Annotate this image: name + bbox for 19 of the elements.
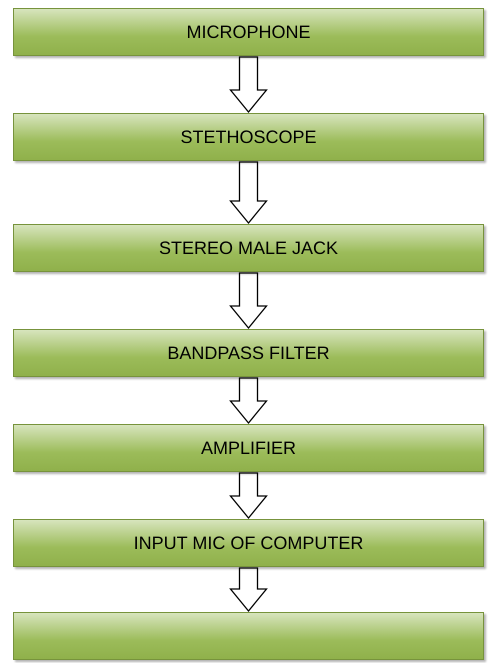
box-label: INPUT MIC OF COMPUTER <box>134 532 364 554</box>
hollow-arrow <box>229 472 268 520</box>
box-label: STEREO MALE JACK <box>158 238 338 258</box>
hollow-arrow <box>229 161 268 224</box>
process-box <box>13 519 484 567</box>
hollow-arrow <box>229 567 268 612</box>
process-box <box>13 612 484 660</box>
process-box <box>13 113 484 161</box>
hollow-arrow <box>229 272 268 330</box>
process-box <box>13 8 484 56</box>
process-box <box>13 424 484 472</box>
process-box <box>13 224 484 272</box>
box-label: BANDPASS FILTER <box>167 342 330 364</box>
hollow-arrow <box>229 377 268 424</box>
process-box <box>13 329 484 377</box>
box-label: MICROPHONE <box>186 22 310 42</box>
hollow-arrow <box>229 56 268 114</box>
box-label: STETHOSCOPE <box>180 126 317 148</box>
box-label: AMPLIFIER <box>200 438 296 458</box>
